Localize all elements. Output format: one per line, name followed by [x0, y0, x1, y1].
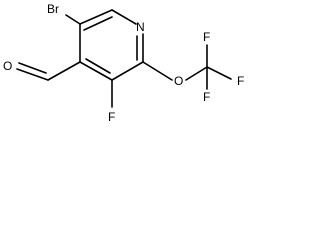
bond-c2-o: [142, 61, 173, 81]
bond-c5-c6: [79, 9, 113, 25]
bond-c5-br: [65, 14, 81, 25]
ring-fluorine-label: F: [108, 110, 115, 124]
nitrogen-label: N: [136, 20, 145, 34]
cf3-fluorine-right-label: F: [237, 74, 244, 88]
cf3-fluorine-top-label: F: [203, 30, 210, 44]
bond-c4-cho: [47, 61, 81, 81]
bond-o-cf3: [185, 66, 208, 81]
molecule-diagram: Br N O F O F F F: [3, 2, 244, 124]
bond-c6-n: [111, 9, 137, 25]
bond-c3-c4-inner: [85, 58, 111, 74]
bromine-label: Br: [47, 2, 59, 16]
bond-c2-c3: [111, 61, 144, 81]
cf3-fluorine-bottom-label: F: [203, 90, 210, 104]
aldehyde-oxygen-label: O: [3, 59, 12, 73]
bond-c3-c4: [79, 61, 113, 81]
bond-cho-o: [16, 68, 49, 81]
bond-c5-c6-inner: [83, 16, 113, 31]
bond-cf3-f-right: [206, 66, 232, 80]
pyridine-ring: [79, 9, 144, 81]
structure-canvas: Br N O F O F F F: [0, 0, 256, 138]
bond-cho-o-inner: [18, 62, 47, 74]
ether-oxygen-label: O: [174, 74, 183, 88]
